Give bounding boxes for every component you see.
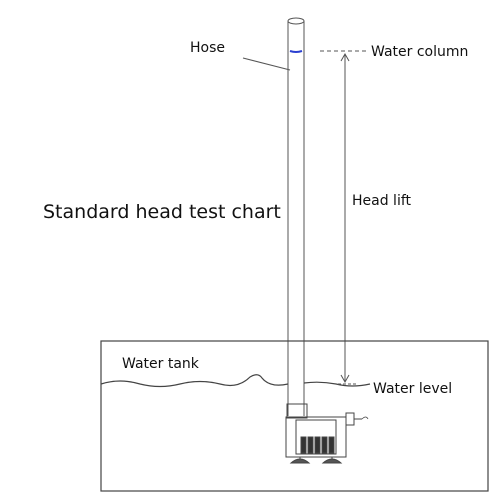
water-column-label: Water column [371, 44, 469, 60]
diagram-title: Standard head test chart [43, 201, 281, 223]
water-surface [100, 374, 371, 388]
head-lift-arrow [340, 52, 350, 384]
pump-icon [285, 403, 369, 464]
hose-label: Hose [190, 40, 225, 56]
hose-leader-line [242, 57, 291, 71]
water-tank-label: Water tank [122, 356, 199, 372]
water-level-label: Water level [373, 381, 453, 397]
head-lift-label: Head lift [352, 193, 412, 209]
water-column-mark [289, 50, 303, 53]
water-tank [100, 340, 489, 492]
hose-tube [287, 17, 305, 416]
